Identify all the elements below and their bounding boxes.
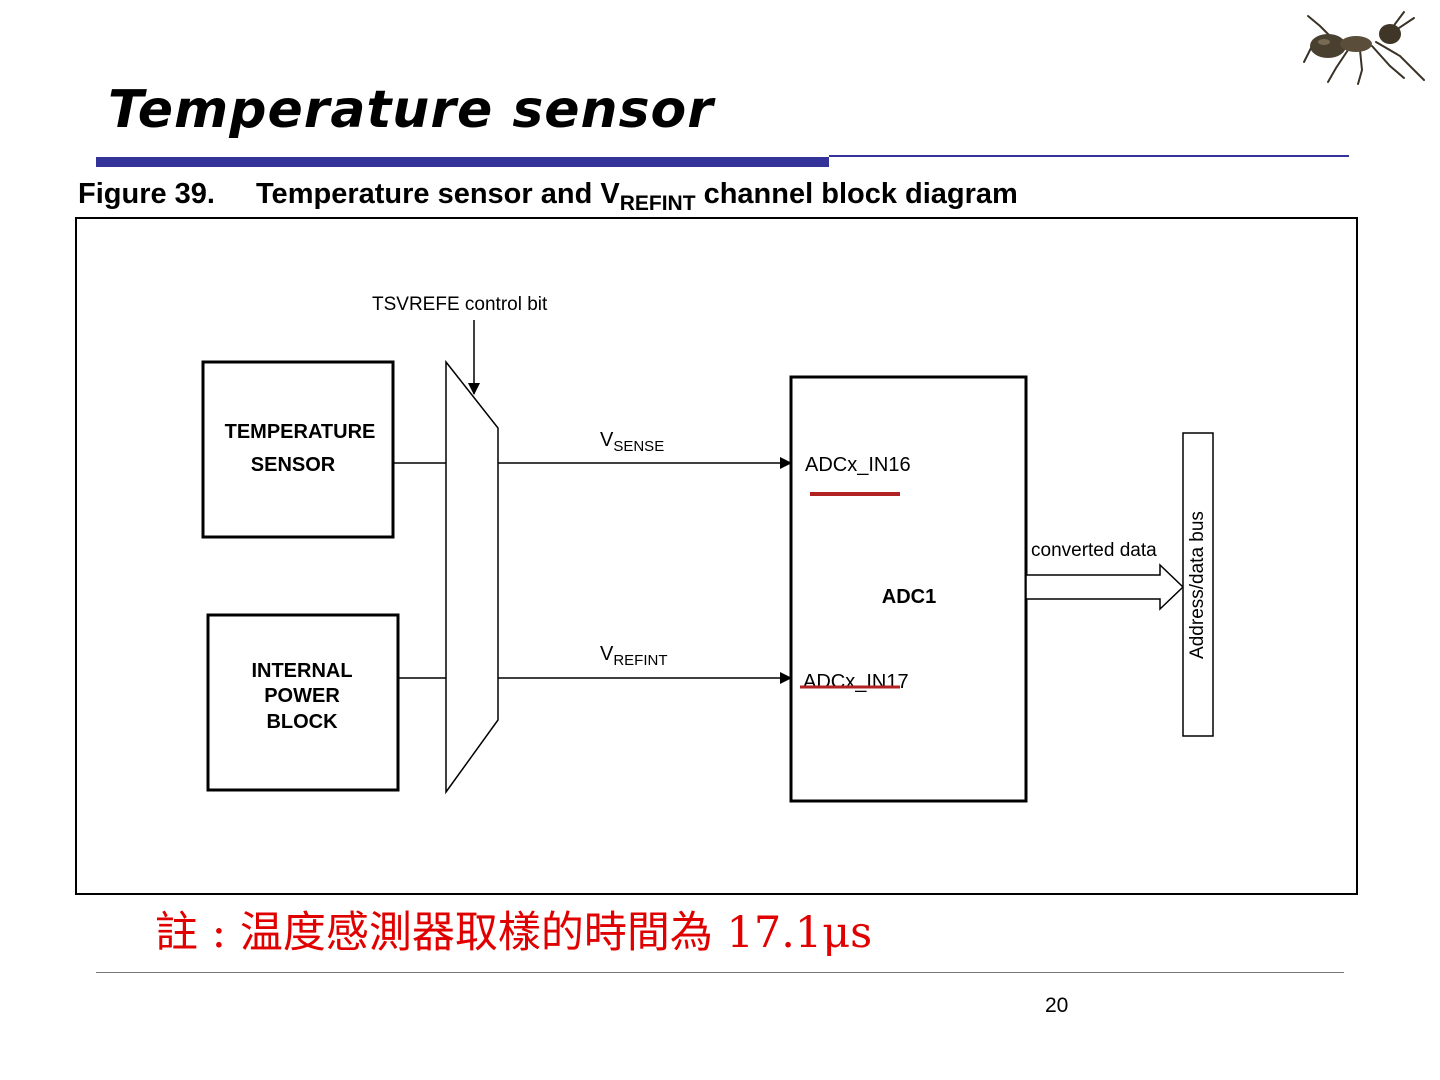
internal-power-block xyxy=(206,613,400,792)
figure-frame xyxy=(75,217,1358,895)
adc-in16-label: ADCx_IN16 xyxy=(805,454,911,476)
internal-power-label-line1: INTERNAL xyxy=(251,660,352,682)
page-number: 20 xyxy=(1045,994,1069,1017)
figure-caption-text: Temperature sensor and V xyxy=(256,178,620,210)
title-underline-rule xyxy=(829,155,1349,157)
temperature-sensor-label-line2: SENSOR xyxy=(251,454,336,476)
address-data-bus xyxy=(1182,432,1214,737)
control-bit-label: TSVREFE control bit xyxy=(372,294,548,315)
slide-title: Temperature sensor xyxy=(108,80,714,140)
internal-power-label-line2: POWER xyxy=(264,685,340,707)
adc1-title: ADC1 xyxy=(882,586,936,608)
figure-number: Figure 39. xyxy=(78,178,215,210)
figure-caption: Figure 39. Temperature sensor and VREFINT… xyxy=(78,178,1018,216)
converted-data-arrow xyxy=(1025,563,1185,611)
sampling-time-note: 註 : 温度感測器取樣的時間為 17.1μs xyxy=(155,908,873,958)
multiplexer xyxy=(445,359,499,795)
converted-data-label: converted data xyxy=(1031,540,1157,561)
address-data-bus-label: Address/data bus xyxy=(1187,511,1208,659)
temperature-sensor-block xyxy=(201,360,395,539)
internal-power-label-line3: BLOCK xyxy=(266,711,338,733)
title-underline-bar xyxy=(96,157,829,167)
temperature-sensor-label-line1: TEMPERATURE xyxy=(225,421,376,443)
figure-caption-tail: channel block diagram xyxy=(695,178,1018,210)
ant-logo-icon xyxy=(1303,11,1425,85)
figure-caption-subscript: REFINT xyxy=(619,192,696,215)
footer-divider xyxy=(96,972,1344,973)
vsense-label: VSENSE xyxy=(600,429,664,455)
vrefint-label: VREFINT xyxy=(600,643,668,669)
adc-in17-label: ADCx_IN17 xyxy=(803,671,909,693)
